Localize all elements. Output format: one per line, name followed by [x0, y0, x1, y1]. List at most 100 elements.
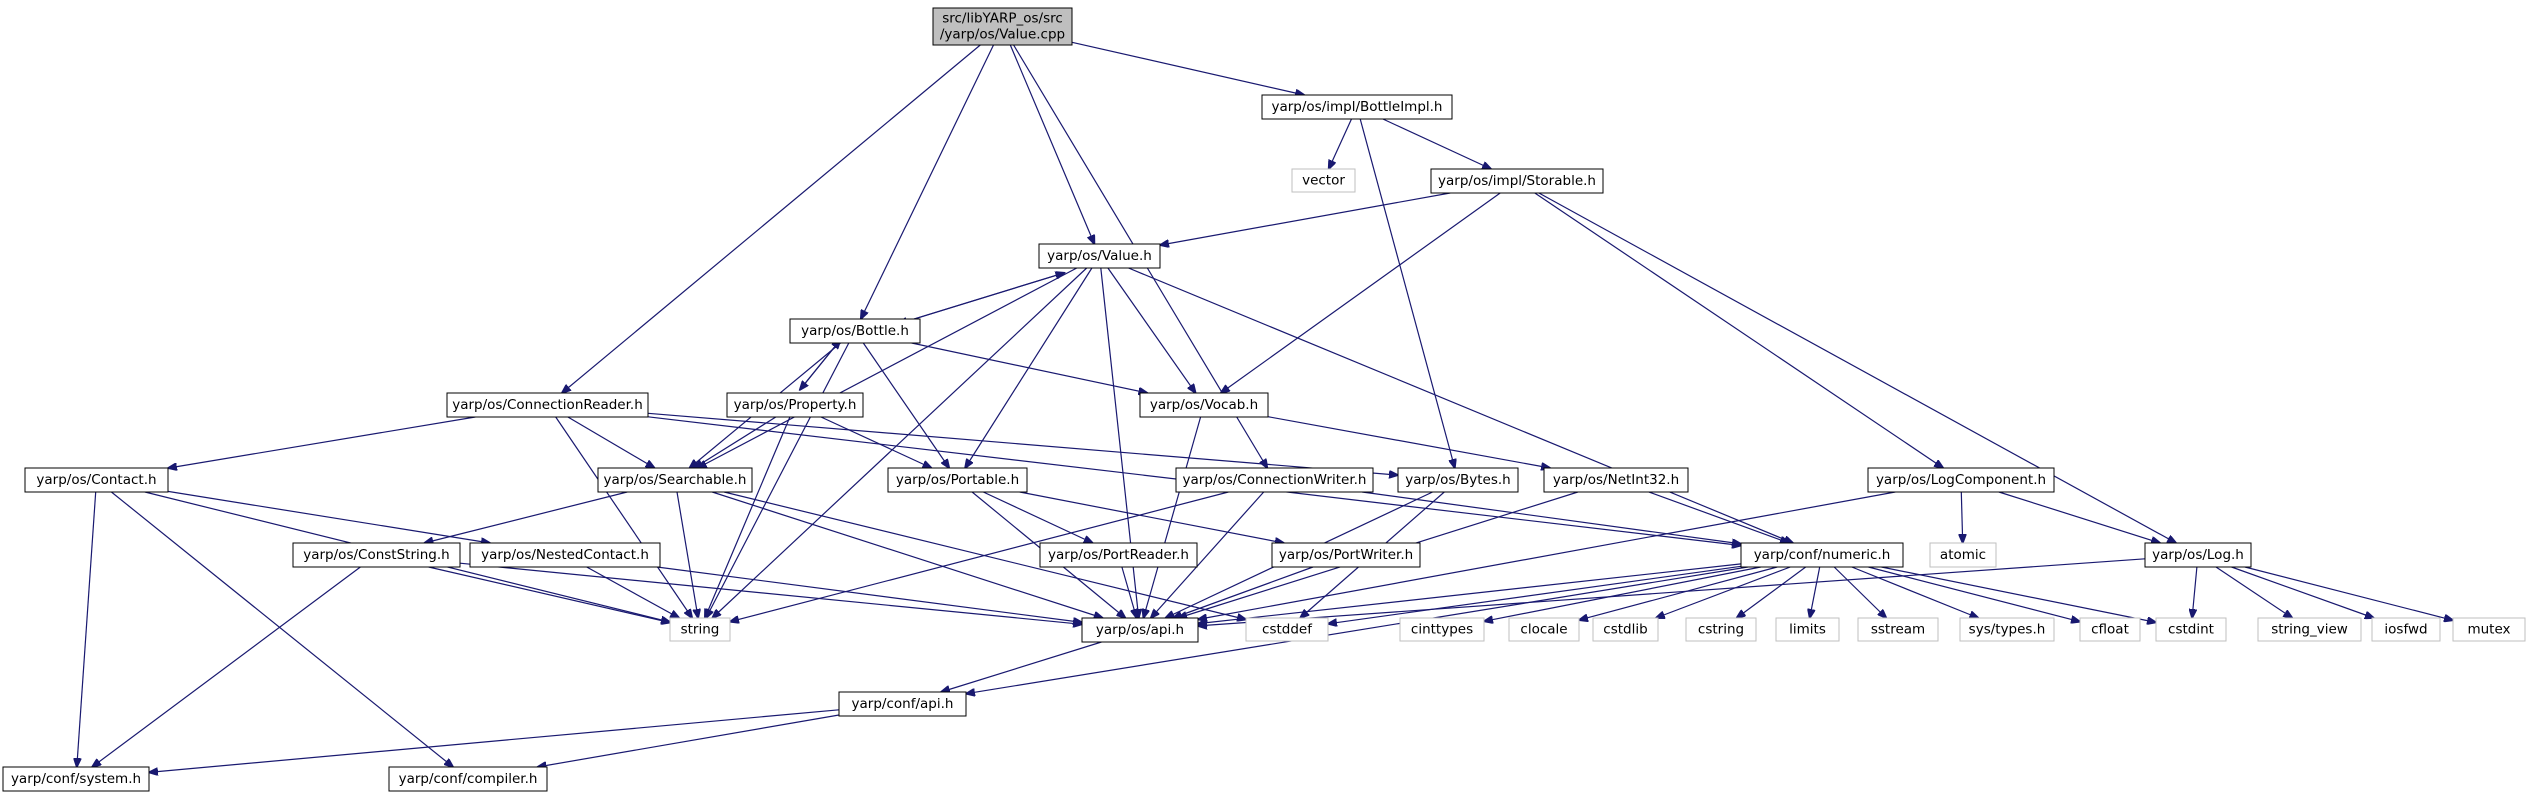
edge-logcomponent-to-atomic [1961, 491, 1962, 543]
node-label: yarp/os/ConnectionWriter.h [1183, 472, 1367, 488]
node-system[interactable]: yarp/conf/system.h [2, 766, 150, 792]
node-label: vector [1302, 173, 1345, 189]
node-box [2079, 617, 2141, 642]
edge-root-to-bottleimpl [1071, 41, 1304, 95]
node-label: cfloat [2091, 622, 2129, 638]
node-box [1081, 617, 1199, 643]
node-label: /yarp/os/Value.cpp [940, 27, 1065, 43]
node-label: sys/types.h [1969, 622, 2046, 638]
node-label: mutex [2467, 622, 2510, 638]
node-connwriter[interactable]: yarp/os/ConnectionWriter.h [1175, 467, 1374, 493]
node-box [1139, 392, 1269, 418]
node-portreader[interactable]: yarp/os/PortReader.h [1039, 542, 1198, 568]
node-label: yarp/os/ConnectionReader.h [452, 397, 643, 413]
node-box [1399, 617, 1485, 642]
edge-property-to-bottle [799, 340, 841, 391]
edge-portable-to-portwriter [1019, 491, 1284, 543]
edge-numeric-to-cinttypes [1484, 566, 1761, 621]
node-box [932, 7, 1073, 46]
edge-connreader-to-string [555, 416, 693, 618]
node-box [388, 766, 548, 792]
node-numeric[interactable]: yarp/conf/numeric.h [1740, 542, 1904, 568]
edge-root-to-connreader [562, 44, 981, 393]
edge-property-to-portable [820, 416, 932, 468]
node-atomic: atomic [1929, 542, 1997, 568]
node-label: src/libYARP_os/src [942, 11, 1063, 27]
node-string_view: string_view [2257, 617, 2362, 642]
node-logcomponent[interactable]: yarp/os/LogComponent.h [1867, 467, 2055, 493]
node-label: yarp/conf/system.h [11, 771, 141, 787]
node-label: yarp/os/Vocab.h [1150, 397, 1258, 413]
node-confapi[interactable]: yarp/conf/api.h [838, 691, 967, 717]
edge-bottle-to-vocab [911, 342, 1148, 393]
node-portable[interactable]: yarp/os/Portable.h [887, 467, 1028, 493]
edge-numeric-to-cstdint [1881, 566, 2156, 622]
edge-connwriter-to-osapi [1151, 491, 1265, 618]
node-value[interactable]: yarp/os/Value.h [1038, 243, 1161, 269]
node-compiler[interactable]: yarp/conf/compiler.h [388, 766, 548, 792]
edge-netint32-to-numeric [1648, 491, 1789, 543]
node-label: clocale [1520, 622, 1567, 638]
node-sstream: sstream [1857, 617, 1939, 642]
node-box [1271, 542, 1421, 568]
node-connreader[interactable]: yarp/os/ConnectionReader.h [446, 392, 649, 418]
node-box [887, 467, 1028, 493]
edge-property-to-searchable [694, 416, 777, 468]
node-label: yarp/os/NetInt32.h [1553, 472, 1679, 488]
edge-numeric-to-sstream [1833, 566, 1886, 618]
node-mutex: mutex [2452, 617, 2526, 642]
edge-numeric-to-limits [1810, 566, 1821, 618]
node-box [1775, 617, 1840, 642]
edge-numeric-to-cstddef [1328, 565, 1742, 624]
node-label: yarp/os/Property.h [734, 397, 857, 413]
node-box [1175, 467, 1374, 493]
edge-storable-to-vocab [1221, 192, 1501, 393]
edge-nestedcontact-to-osapi [656, 566, 1082, 622]
node-label: yarp/os/api.h [1096, 622, 1184, 638]
node-cstring: cstring [1685, 617, 1757, 642]
node-bytes[interactable]: yarp/os/Bytes.h [1397, 467, 1519, 493]
node-label: yarp/os/LogComponent.h [1876, 472, 2046, 488]
node-label: cstddef [1262, 622, 1313, 638]
node-box [1430, 168, 1604, 194]
node-netint32[interactable]: yarp/os/NetInt32.h [1543, 467, 1689, 493]
edge-numeric-to-cstring [1737, 566, 1807, 618]
node-box [726, 392, 864, 418]
edge-osapi-to-confapi [941, 641, 1102, 692]
node-bottle[interactable]: yarp/os/Bottle.h [789, 318, 921, 344]
node-nestedcontact[interactable]: yarp/os/NestedContact.h [469, 542, 661, 568]
edge-property-to-string [705, 416, 791, 618]
edge-value-to-searchable [698, 267, 1078, 468]
edge-storable-to-log [1538, 192, 2176, 543]
node-searchable[interactable]: yarp/os/Searchable.h [597, 467, 753, 493]
node-box [1261, 94, 1453, 120]
node-portwriter[interactable]: yarp/os/PortWriter.h [1271, 542, 1421, 568]
node-label: yarp/os/PortReader.h [1048, 547, 1189, 563]
node-box [2144, 542, 2252, 568]
node-box [2155, 617, 2227, 642]
node-log[interactable]: yarp/os/Log.h [2144, 542, 2252, 568]
node-label: yarp/conf/compiler.h [399, 771, 538, 787]
edge-value-to-string [712, 267, 1088, 618]
node-vocab[interactable]: yarp/os/Vocab.h [1139, 392, 1269, 418]
node-label: sstream [1871, 622, 1925, 638]
node-conststring[interactable]: yarp/os/ConstString.h [292, 542, 461, 568]
edge-portreader-to-osapi [1121, 566, 1137, 618]
node-bottleimpl[interactable]: yarp/os/impl/BottleImpl.h [1261, 94, 1453, 120]
node-box [1038, 243, 1161, 269]
node-root[interactable]: src/libYARP_os/src/yarp/os/Value.cpp [932, 7, 1073, 46]
node-storable[interactable]: yarp/os/impl/Storable.h [1430, 168, 1604, 194]
node-label: yarp/os/ConstString.h [303, 547, 449, 563]
node-osapi[interactable]: yarp/os/api.h [1081, 617, 1199, 643]
node-property[interactable]: yarp/os/Property.h [726, 392, 864, 418]
edge-connwriter-to-string [730, 491, 1229, 622]
edge-log-to-iosfwd [2231, 566, 2374, 618]
node-label: yarp/os/impl/Storable.h [1438, 173, 1596, 189]
node-cstddef: cstddef [1245, 617, 1329, 642]
node-contact[interactable]: yarp/os/Contact.h [24, 467, 169, 493]
edge-numeric-to-confapi [966, 566, 1748, 694]
node-box [1245, 617, 1329, 642]
edge-value-to-numeric [1128, 267, 1794, 543]
node-label: yarp/os/Log.h [2152, 547, 2244, 563]
node-cstdlib: cstdlib [1592, 617, 1659, 642]
